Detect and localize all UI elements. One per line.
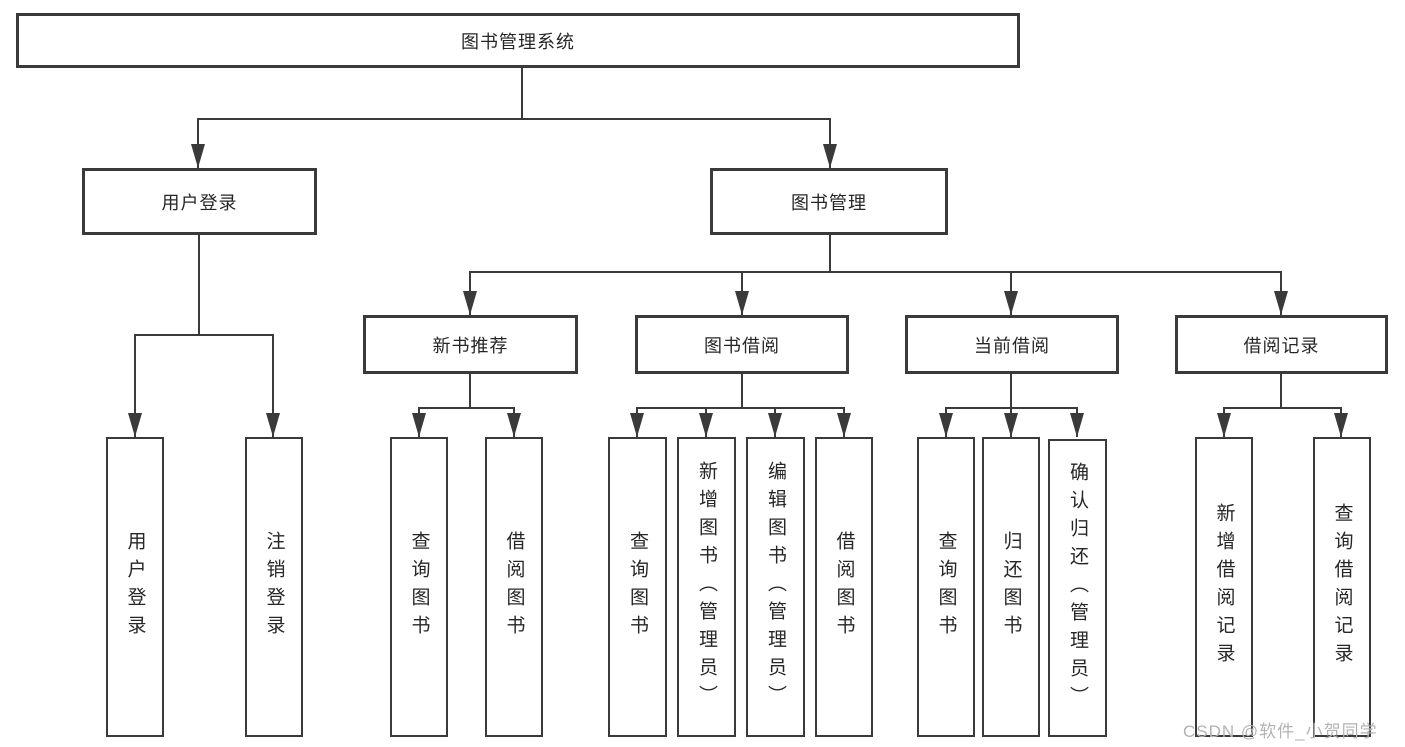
arrow-down-icon	[463, 291, 477, 315]
arrow-down-icon	[1274, 291, 1288, 315]
node-user-login: 用户登录	[82, 168, 317, 235]
node-label: 查询图书	[627, 531, 648, 643]
node-label: 用户登录	[124, 531, 146, 643]
arrow-down-icon	[507, 413, 521, 437]
node-label: 查询借阅记录	[1331, 503, 1353, 671]
node-borrow-record: 借阅记录	[1175, 315, 1388, 374]
arrow-down-icon	[1334, 413, 1348, 437]
node-borrow-books: 借阅图书	[815, 437, 873, 737]
node-newrec-borrow-books: 借阅图书	[485, 437, 543, 737]
node-user-login-leaf: 用户登录	[106, 437, 164, 737]
connector-line	[1280, 373, 1282, 408]
csdn-watermark: CSDN @软件_小贺同学	[1183, 722, 1378, 741]
arrow-down-icon	[699, 413, 713, 437]
arrow-down-icon	[1004, 291, 1018, 315]
node-current-borrow: 当前借阅	[905, 315, 1119, 374]
connector-line	[1223, 407, 1342, 409]
connector-line	[197, 118, 831, 120]
node-add-books-admin: 新增图书（管理员）	[677, 437, 736, 737]
arrow-down-icon	[939, 413, 953, 437]
node-confirm-return-admin: 确认归还（管理员）	[1048, 439, 1107, 737]
node-edit-books-admin: 编辑图书（管理员）	[746, 437, 805, 737]
connector-line	[829, 235, 831, 272]
arrow-down-icon	[1004, 413, 1018, 437]
connector-line	[272, 335, 274, 437]
arrow-down-icon	[412, 413, 426, 437]
node-label: 借阅图书	[833, 531, 855, 643]
arrow-down-icon	[837, 413, 851, 437]
arrow-down-icon	[630, 413, 644, 437]
connector-line	[197, 119, 199, 168]
connector-line	[521, 66, 523, 119]
arrow-down-icon	[768, 413, 782, 437]
node-label: 注销登录	[263, 531, 285, 643]
arrow-down-icon	[191, 144, 205, 168]
node-add-borrow-record: 新增借阅记录	[1195, 437, 1253, 737]
connector-line	[418, 407, 515, 409]
node-book-borrow: 图书借阅	[635, 315, 849, 374]
node-label: 确认归还（管理员）	[1067, 462, 1088, 714]
arrow-down-icon	[1217, 413, 1231, 437]
node-query-borrow-record: 查询借阅记录	[1313, 437, 1371, 737]
connector-line	[469, 271, 1282, 273]
connector-line	[198, 234, 200, 335]
arrow-down-icon	[1070, 413, 1084, 437]
connector-line	[741, 373, 743, 408]
node-label: 新增图书（管理员）	[696, 461, 717, 713]
node-current-query-books: 查询图书	[917, 437, 975, 737]
arrow-down-icon	[266, 413, 280, 437]
node-logout: 注销登录	[245, 437, 303, 737]
node-label: 新增借阅记录	[1213, 503, 1235, 671]
connector-line	[134, 334, 274, 336]
node-book-management: 图书管理	[710, 168, 948, 235]
node-return-books: 归还图书	[982, 437, 1040, 737]
node-new-book-recommend: 新书推荐	[363, 315, 578, 374]
node-root: 图书管理系统	[16, 13, 1020, 68]
connector-line	[134, 335, 136, 437]
node-label: 归还图书	[1000, 531, 1022, 643]
connector-line	[636, 407, 845, 409]
connector-line	[1010, 373, 1012, 408]
arrow-down-icon	[823, 144, 837, 168]
arrow-down-icon	[735, 291, 749, 315]
node-borrow-query-books: 查询图书	[608, 437, 667, 737]
node-label: 查询图书	[935, 531, 957, 643]
node-label: 查询图书	[408, 531, 430, 643]
node-label: 借阅图书	[503, 531, 525, 643]
connector-line	[829, 119, 831, 168]
node-newrec-query-books: 查询图书	[390, 437, 448, 737]
node-label: 编辑图书（管理员）	[765, 461, 786, 713]
arrow-down-icon	[128, 413, 142, 437]
connector-line	[469, 373, 471, 408]
